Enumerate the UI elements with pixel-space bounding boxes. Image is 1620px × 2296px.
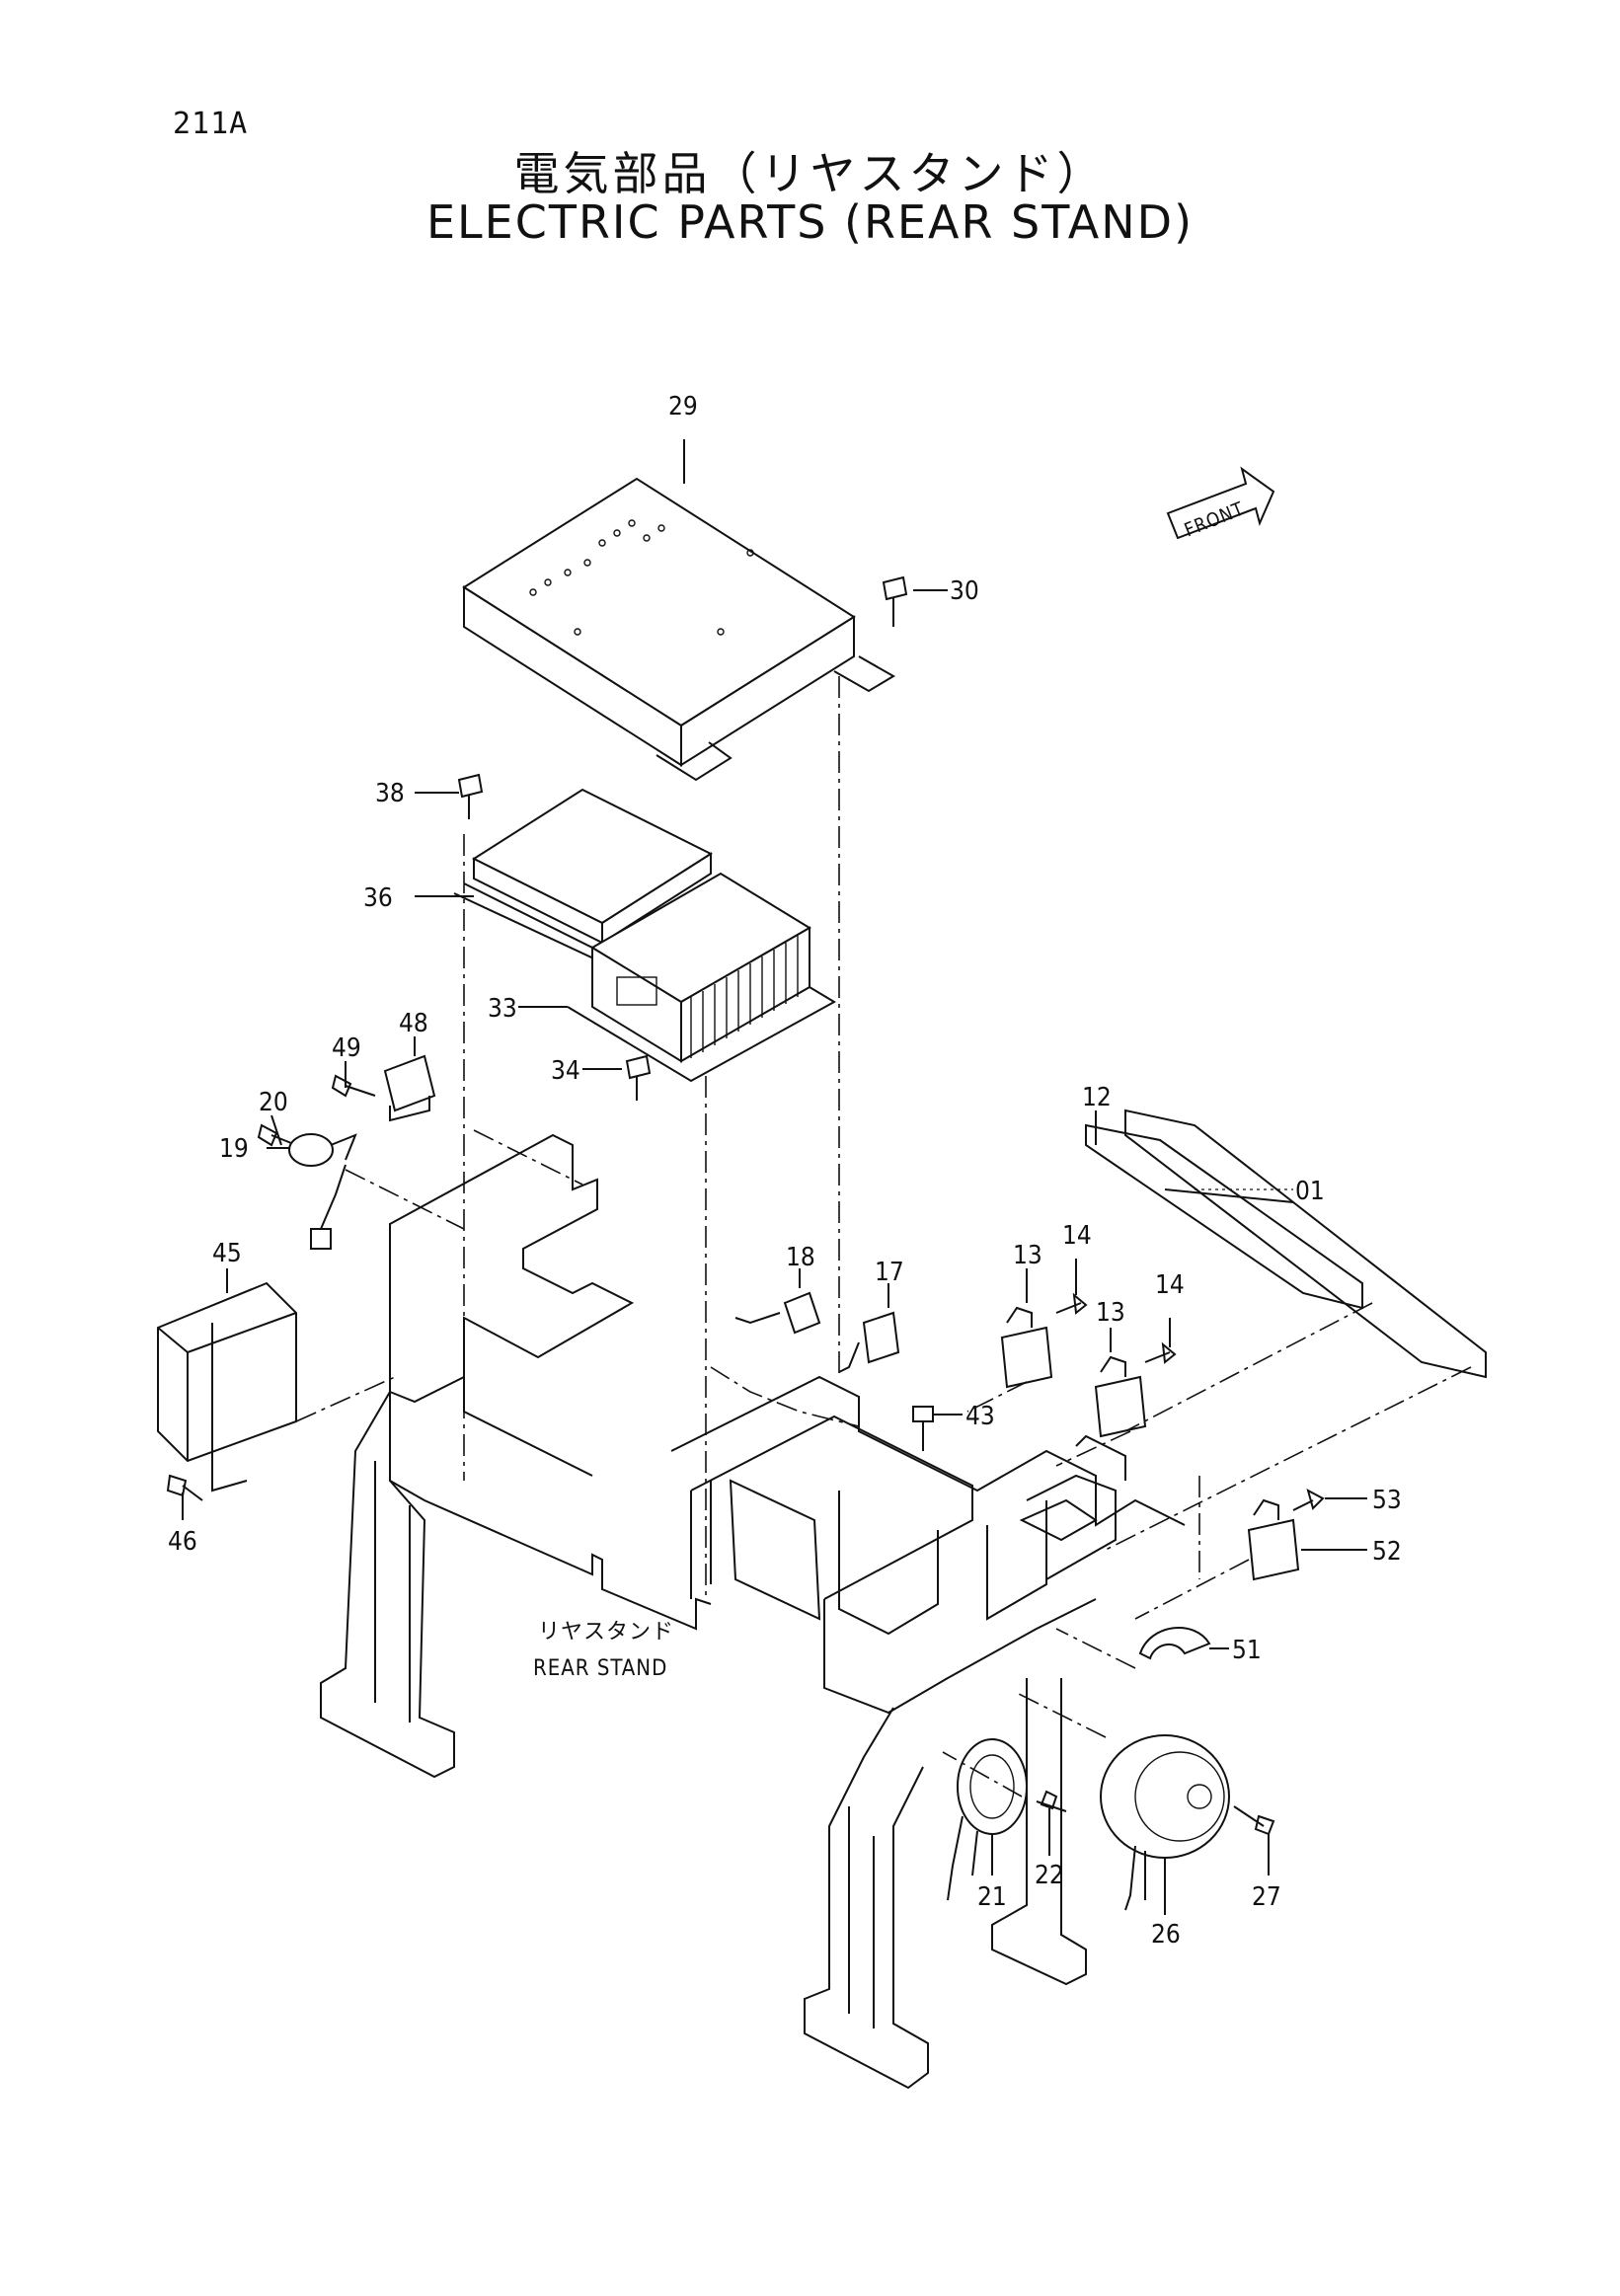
rear-stand-label-en: REAR STAND [533, 1656, 667, 1681]
relay-48 [383, 1054, 436, 1122]
callout-29: 29 [668, 392, 698, 421]
heat-sink-unit-33 [567, 872, 837, 1083]
module-45 [157, 1281, 297, 1492]
bolt-49 [331, 1074, 376, 1098]
bolt-43 [912, 1406, 934, 1451]
bolt-14-a [1055, 1292, 1088, 1315]
bolt-30 [882, 575, 908, 627]
callout-43: 43 [965, 1402, 995, 1431]
callout-46: 46 [168, 1527, 197, 1557]
plate-01 [1124, 1109, 1487, 1379]
front-direction-badge: FRONT [1166, 466, 1275, 541]
switch-18 [734, 1291, 821, 1335]
callout-34: 34 [551, 1056, 580, 1086]
bolt-27 [1233, 1805, 1275, 1836]
title-japanese: 電気部品（リヤスタンド） [513, 147, 1107, 200]
callout-27: 27 [1252, 1882, 1281, 1912]
callout-52: 52 [1372, 1537, 1402, 1567]
bolt-53 [1292, 1489, 1325, 1511]
callout-18: 18 [786, 1243, 815, 1272]
title-english: ELECTRIC PARTS (REAR STAND) [425, 195, 1195, 249]
relay-52 [1247, 1498, 1300, 1581]
controller-36 [453, 788, 714, 964]
callout-22: 22 [1035, 1861, 1064, 1890]
bolt-38 [457, 773, 484, 819]
clamp-51 [1138, 1627, 1211, 1660]
relay-13-right [1094, 1355, 1147, 1438]
callout-14-a: 14 [1062, 1221, 1092, 1251]
callout-38: 38 [375, 779, 405, 808]
callout-13-b: 13 [1096, 1298, 1125, 1328]
callout-51: 51 [1232, 1636, 1262, 1665]
sensor-19 [288, 1133, 357, 1250]
callout-13-a: 13 [1013, 1241, 1042, 1270]
callout-12: 12 [1082, 1083, 1112, 1112]
controller-box-29 [462, 477, 895, 782]
callout-48: 48 [399, 1009, 428, 1038]
callout-45: 45 [212, 1239, 242, 1268]
callout-26: 26 [1151, 1920, 1181, 1950]
callout-36: 36 [363, 883, 393, 913]
callout-19: 19 [219, 1134, 249, 1164]
horn-21 [947, 1738, 1028, 1901]
relay-13-left [1000, 1306, 1053, 1389]
callout-53: 53 [1372, 1486, 1402, 1515]
callout-17: 17 [875, 1258, 904, 1287]
plate-12 [1085, 1123, 1363, 1310]
callout-14-b: 14 [1155, 1270, 1185, 1300]
bolt-46 [166, 1474, 203, 1501]
bolt-14-b [1144, 1341, 1177, 1364]
rear-stand-frame [320, 1133, 1186, 2090]
callout-49: 49 [332, 1033, 361, 1063]
callout-20: 20 [259, 1088, 288, 1117]
callout-33: 33 [488, 994, 517, 1024]
switch-17 [838, 1311, 900, 1373]
callout-01: 01 [1295, 1177, 1325, 1206]
callout-21: 21 [977, 1882, 1007, 1912]
page-code: 211A [173, 107, 249, 141]
rear-stand-label-jp: リヤスタンド [538, 1620, 674, 1645]
bolt-34 [625, 1054, 652, 1101]
callout-30: 30 [950, 576, 979, 606]
